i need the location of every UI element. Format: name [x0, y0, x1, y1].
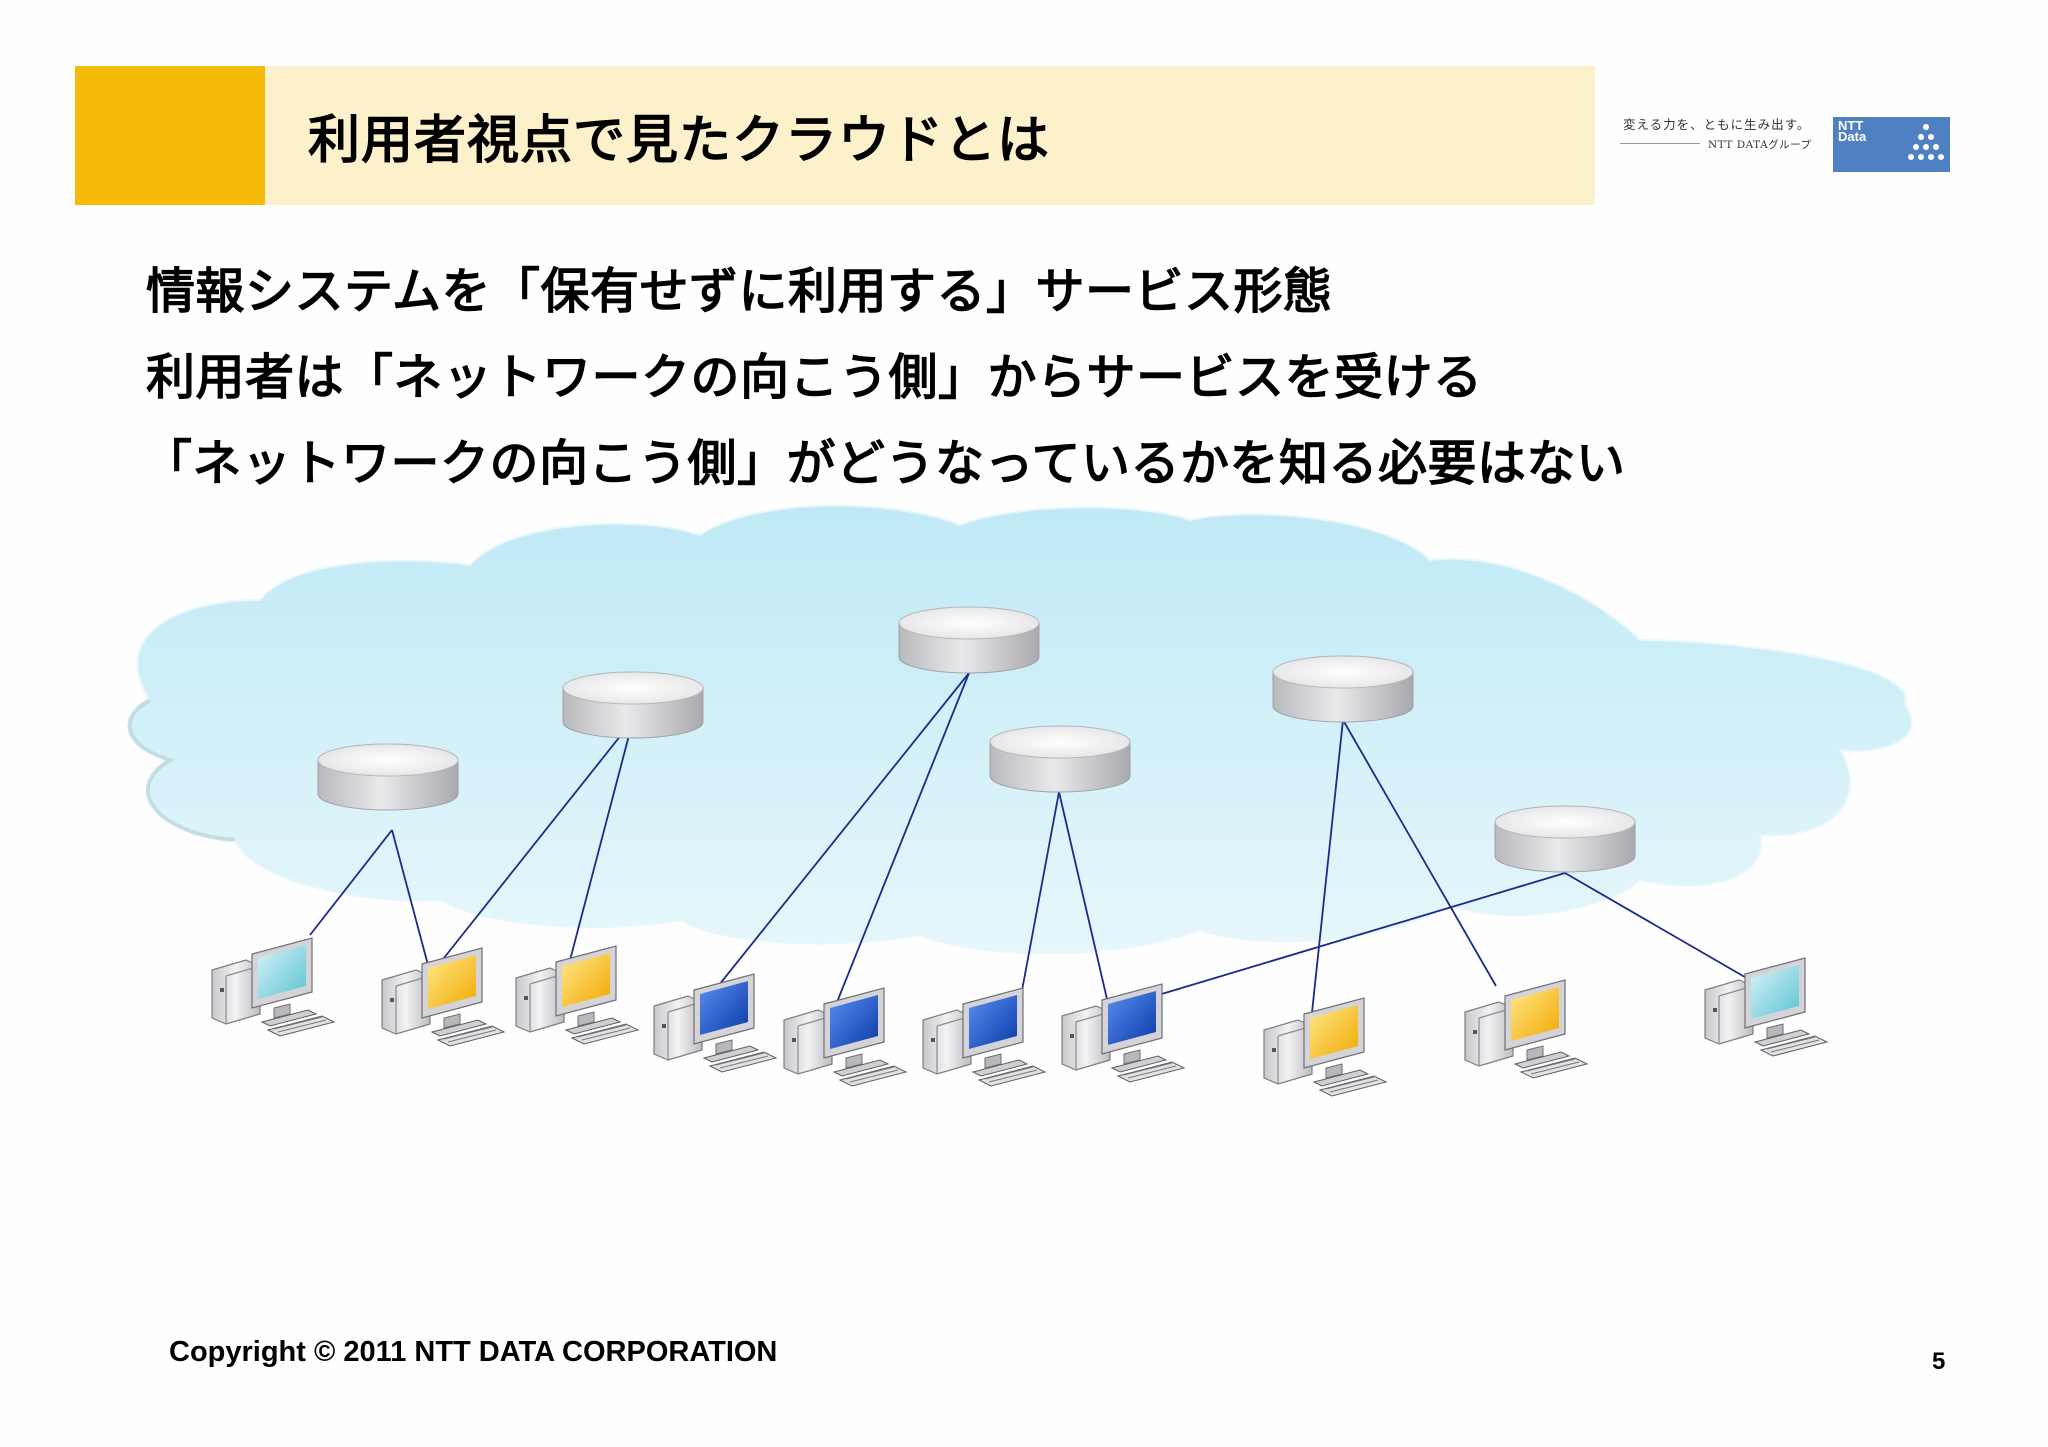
logo-wordmark-line2: Data — [1838, 129, 1867, 144]
page-title: 利用者視点で見たクラウドとは — [308, 111, 1051, 171]
desktop-computer-icon — [211, 937, 335, 1037]
logo-dots-icon — [1908, 124, 1944, 160]
desktop-computer-icon — [922, 987, 1046, 1087]
desktop-computer-icon — [783, 987, 907, 1087]
desktop-computer-icon — [1464, 979, 1588, 1079]
bullet-1: 情報システムを「保有せずに利用する」サービス形態 — [146, 263, 1333, 320]
desktop-computer-icon — [381, 947, 505, 1047]
desktop-computer-icon — [1704, 957, 1828, 1057]
server-disk-icon — [898, 606, 1040, 674]
logo-group-name: NTT DATAグループ — [1708, 139, 1812, 151]
desktop-computer-icon — [515, 945, 639, 1045]
desktop-computer-icon — [1263, 997, 1387, 1097]
server-disk-icon — [989, 725, 1131, 793]
server-disk-icon — [1272, 655, 1414, 723]
logo-tagline: 変える力を、ともに生み出す。 — [1623, 117, 1811, 132]
logo-wordmark-line1: NTT — [1838, 118, 1864, 133]
ntt-data-logo — [1833, 117, 1950, 172]
desktop-computer-icon — [653, 973, 777, 1073]
bullet-2: 利用者は「ネットワークの向こう側」からサービスを受ける — [146, 349, 1483, 406]
server-disk-icon — [562, 671, 704, 739]
server-disk-icon — [1494, 805, 1636, 873]
network-links — [309, 672, 1751, 1023]
copyright-text: Copyright © 2011 NTT DATA CORPORATION — [169, 1336, 778, 1368]
bullet-3: 「ネットワークの向こう側」がどうなっているかを知る必要はない — [143, 435, 1626, 492]
title-accent-block — [75, 66, 265, 205]
server-disk-icon — [317, 743, 459, 811]
desktop-computer-icon — [1061, 983, 1185, 1083]
title-bar — [265, 66, 1595, 205]
logo-wordmark: NTT Data — [1838, 118, 1867, 144]
page-number: 5 — [1932, 1348, 1946, 1375]
logo-rule — [1620, 143, 1700, 144]
